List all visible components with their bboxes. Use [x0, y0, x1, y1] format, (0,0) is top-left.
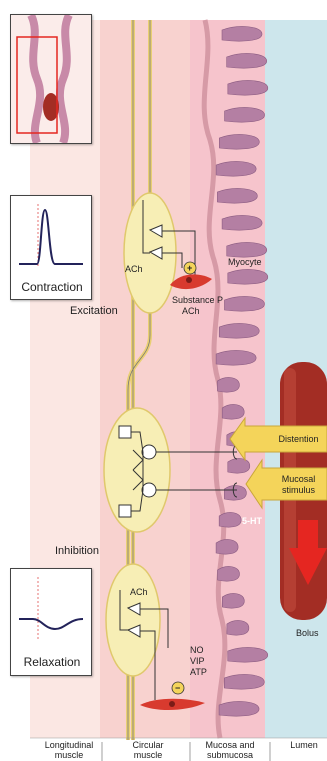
plus-sign: + — [187, 263, 192, 273]
ganglion-inhibitory — [106, 564, 160, 676]
villus — [228, 81, 268, 96]
villus — [224, 675, 264, 690]
minus-sign: − — [175, 683, 180, 693]
myocyte-label: Myocyte — [228, 257, 262, 267]
mucosa-label-1: Mucosa and — [192, 740, 268, 750]
relaxation-label: Relaxation — [17, 655, 87, 669]
villus — [228, 459, 250, 474]
villus — [219, 513, 241, 528]
villus — [216, 162, 256, 177]
vip-label: VIP — [190, 656, 205, 666]
contraction-label: Contraction — [17, 280, 87, 294]
interneuron-square-bottom — [119, 505, 131, 517]
longitudinal-label-2: muscle — [38, 750, 100, 760]
lumen-label: Lumen — [282, 740, 326, 750]
villus — [228, 648, 268, 663]
contraction-curve-svg — [11, 196, 91, 276]
atp-label: ATP — [190, 667, 207, 677]
mucosal-label-1: Mucosal — [270, 474, 327, 484]
villus — [227, 621, 249, 636]
ach-top-label: ACh — [125, 264, 143, 274]
villus — [227, 54, 267, 69]
villus — [219, 702, 259, 717]
mucosal-label-2: stimulus — [270, 485, 327, 495]
longitudinal-label-1: Longitudinal — [38, 740, 100, 750]
villus — [228, 270, 268, 285]
ganglion-interneuron — [104, 408, 170, 532]
gut-inset-svg — [11, 15, 91, 143]
gut-inset — [10, 14, 92, 144]
distention-label: Distention — [270, 434, 327, 444]
bolus-label: Bolus — [296, 628, 319, 638]
sensory-neuron-bottom — [142, 483, 156, 497]
ach-release-label: ACh — [182, 306, 200, 316]
villus — [224, 486, 246, 501]
mucosa-label-2: submucosa — [192, 750, 268, 760]
circular-label-1: Circular — [118, 740, 178, 750]
contraction-panel: Contraction — [10, 195, 92, 300]
villus — [222, 594, 244, 609]
relaxation-panel: Relaxation — [10, 568, 92, 676]
villus — [224, 297, 264, 312]
villus — [222, 27, 262, 42]
contraction-curve — [19, 210, 83, 264]
excitation-label: Excitation — [70, 305, 118, 317]
no-label: NO — [190, 645, 204, 655]
sensory-neuron-top — [142, 445, 156, 459]
circular-label-2: muscle — [118, 750, 178, 760]
villus — [216, 540, 238, 555]
villus — [217, 189, 257, 204]
villus — [216, 351, 256, 366]
interneuron-square-top — [119, 426, 131, 438]
relaxation-curve-svg — [11, 569, 91, 651]
villus — [217, 567, 239, 582]
villus — [225, 108, 265, 123]
relaxation-curve — [19, 619, 83, 629]
villus — [222, 405, 244, 420]
villus — [219, 324, 259, 339]
ht5-label: 5-HT — [242, 516, 262, 526]
villus — [217, 378, 239, 393]
inhibition-label: Inhibition — [55, 545, 99, 557]
villus — [219, 135, 259, 150]
ach-bottom-label: ACh — [130, 587, 148, 597]
substance-p-label: Substance P — [172, 295, 223, 305]
villus — [222, 216, 262, 231]
villus — [227, 243, 267, 258]
